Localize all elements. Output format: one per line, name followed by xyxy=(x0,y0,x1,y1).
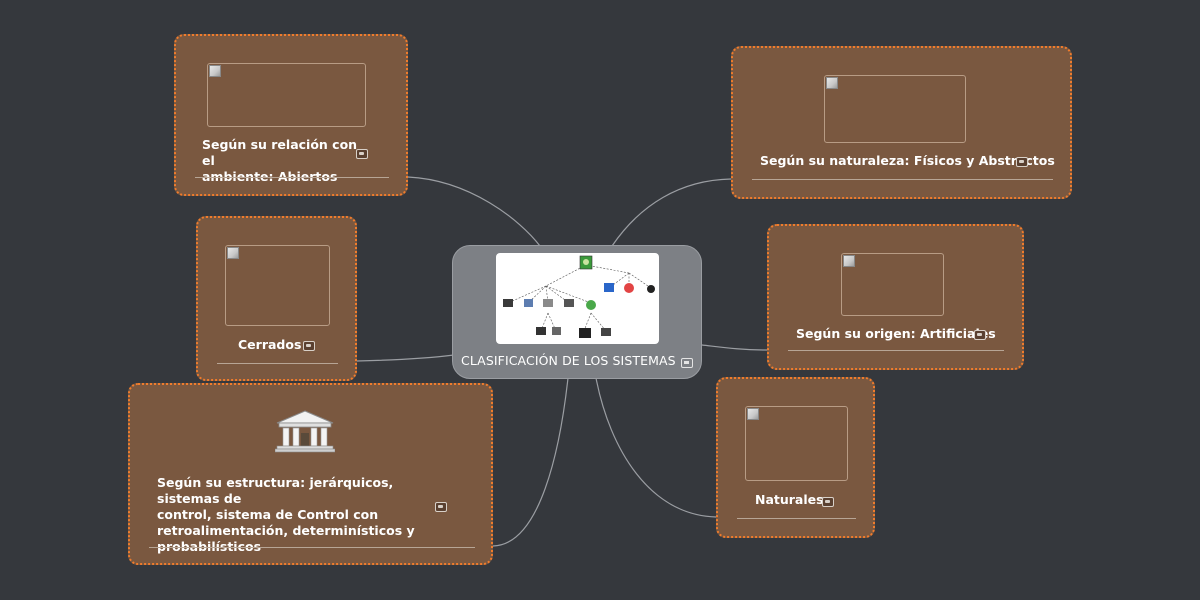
central-topic-title: CLASIFICACIÓN DE LOS SISTEMAS xyxy=(461,353,676,368)
node-naturaleza-divider xyxy=(752,179,1053,180)
node-origen-label: Según su origen: Artificiales xyxy=(796,326,996,341)
node-estructura[interactable]: Según su estructura: jerárquicos, sistem… xyxy=(128,383,493,565)
node-naturaleza[interactable]: Según su naturaleza: Físicos y Abstracto… xyxy=(731,46,1072,199)
central-topic[interactable]: CLASIFICACIÓN DE LOS SISTEMAS xyxy=(452,245,702,379)
node-estructura-label-line-4: probabilísticos xyxy=(157,539,262,554)
broken-image-icon xyxy=(207,63,366,127)
node-abiertos-label: Según su relación con el ambiente: Abier… xyxy=(202,137,372,185)
node-abiertos-divider xyxy=(195,177,389,178)
node-abiertos-label-line-1: Según su relación con el xyxy=(202,137,358,168)
connector-naturales xyxy=(595,377,717,518)
hierarchy-diagram-icon xyxy=(496,253,659,344)
node-estructura-label-line-1: Según su estructura: jerárquicos, sistem… xyxy=(157,475,394,506)
node-cerrados-divider xyxy=(217,363,338,364)
node-estructura-label: Según su estructura: jerárquicos, sistem… xyxy=(157,475,447,555)
node-abiertos-label-line-2: ambiente: Abiertos xyxy=(202,169,338,184)
connector-cerrados xyxy=(356,354,455,362)
broken-image-icon xyxy=(745,406,848,481)
connector-origen xyxy=(701,344,768,351)
note-icon[interactable] xyxy=(435,502,447,512)
node-origen[interactable]: Según su origen: Artificiales xyxy=(767,224,1024,370)
node-estructura-label-line-2: control, sistema de Control con xyxy=(157,507,379,522)
connector-estructura xyxy=(492,377,569,547)
note-icon[interactable] xyxy=(681,358,693,368)
node-abiertos[interactable]: Según su relación con el ambiente: Abier… xyxy=(174,34,408,196)
note-icon[interactable] xyxy=(303,341,315,351)
building-icon xyxy=(275,410,335,453)
broken-image-icon xyxy=(841,253,944,316)
node-naturales[interactable]: Naturales xyxy=(716,377,875,538)
node-origen-divider xyxy=(788,350,1004,351)
connector-naturaleza xyxy=(611,178,732,247)
note-icon[interactable] xyxy=(974,330,986,340)
node-cerrados-label: Cerrados xyxy=(238,337,302,352)
node-estructura-divider xyxy=(149,547,475,548)
node-naturaleza-label: Según su naturaleza: Físicos y Abstracto… xyxy=(760,153,1055,168)
node-cerrados[interactable]: Cerrados xyxy=(196,216,357,381)
broken-image-icon xyxy=(225,245,330,326)
hierarchy-diagram-image xyxy=(503,255,655,338)
note-icon[interactable] xyxy=(1016,157,1028,167)
note-icon[interactable] xyxy=(822,497,834,507)
note-icon[interactable] xyxy=(356,149,368,159)
node-naturales-label: Naturales xyxy=(755,492,824,507)
connector-abiertos xyxy=(407,176,541,247)
node-naturales-divider xyxy=(737,518,856,519)
node-estructura-label-line-3: retroalimentación, determinísticos y xyxy=(157,523,415,538)
broken-image-icon xyxy=(824,75,966,143)
